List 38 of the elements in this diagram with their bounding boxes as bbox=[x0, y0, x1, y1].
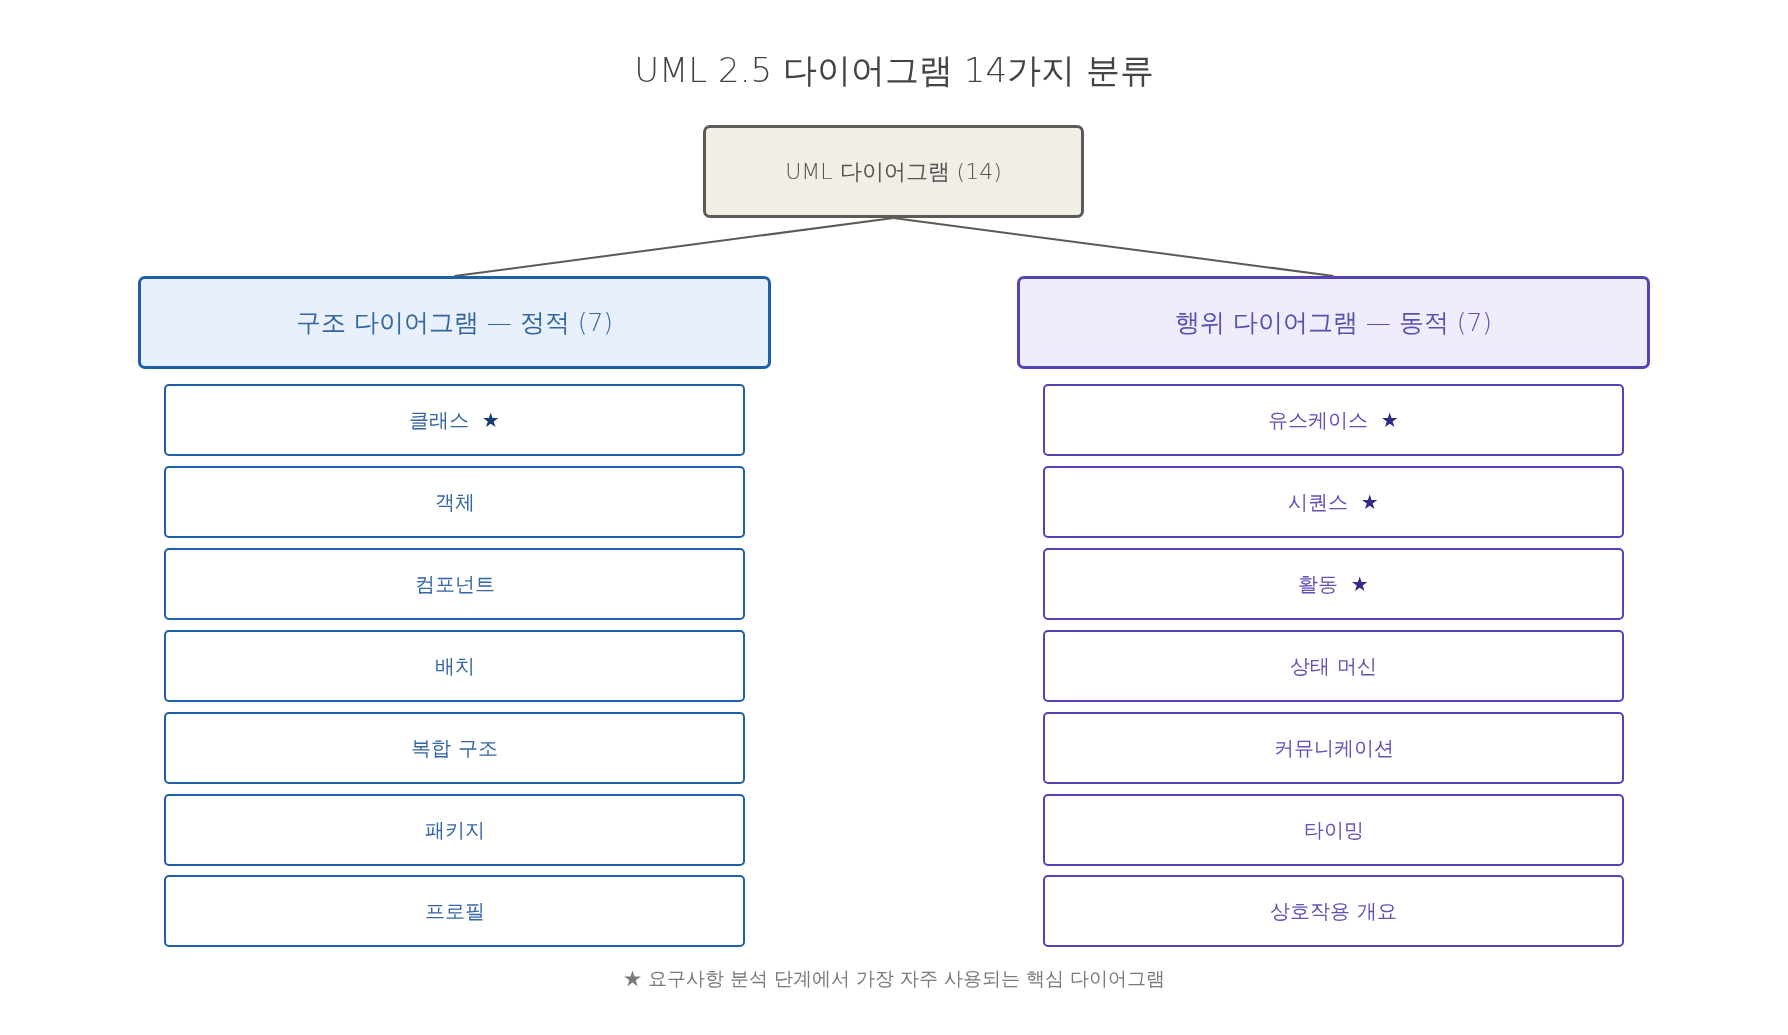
footnote: ★ 요구사항 분석 단계에서 가장 자주 사용되는 핵심 다이어그램 bbox=[622, 967, 1166, 990]
diagram-type-box bbox=[164, 384, 745, 456]
group-header-box bbox=[138, 276, 771, 369]
node-label: 컴포넌트 bbox=[414, 571, 495, 597]
node-label: 프로필 bbox=[424, 898, 485, 924]
node-label: UML 다이어그램 (14) bbox=[785, 157, 1002, 186]
node-label: 패키지 bbox=[424, 817, 485, 843]
diagram-type-box bbox=[164, 466, 745, 538]
node-label: 구조 다이어그램 — 정적 (7) bbox=[295, 306, 614, 339]
node-label: 커뮤니케이션 bbox=[1273, 735, 1394, 761]
node-label: 객체 bbox=[434, 489, 475, 515]
diagram-type-box bbox=[1043, 875, 1624, 947]
node-label: 클래스 ★ bbox=[409, 407, 500, 433]
group-header-box bbox=[1017, 276, 1650, 369]
diagram-type-box bbox=[164, 875, 745, 947]
node-label: 상호작용 개요 bbox=[1270, 898, 1397, 924]
diagram-title: UML 2.5 다이어그램 14가지 분류 bbox=[634, 50, 1154, 91]
node-label: 타이밍 bbox=[1303, 817, 1364, 843]
connector-line bbox=[892, 217, 1335, 277]
diagram-type-box bbox=[1043, 630, 1624, 702]
root-category-box bbox=[703, 125, 1084, 218]
diagram-type-box bbox=[164, 630, 745, 702]
node-label: 상태 머신 bbox=[1290, 653, 1377, 679]
diagram-type-box bbox=[164, 548, 745, 620]
diagram-type-box bbox=[1043, 794, 1624, 866]
node-label: 복합 구조 bbox=[411, 735, 498, 761]
diagram-type-box bbox=[1043, 712, 1624, 784]
node-label: 유스케이스 ★ bbox=[1268, 407, 1399, 433]
node-label: 활동 ★ bbox=[1298, 571, 1369, 597]
diagram-type-box bbox=[164, 712, 745, 784]
diagram-type-box bbox=[1043, 466, 1624, 538]
diagram-type-box bbox=[164, 794, 745, 866]
diagram-type-box bbox=[1043, 548, 1624, 620]
node-label: 시퀀스 ★ bbox=[1288, 489, 1379, 515]
node-label: 배치 bbox=[434, 653, 475, 679]
node-label: 행위 다이어그램 — 동적 (7) bbox=[1174, 306, 1493, 339]
diagram-type-box bbox=[1043, 384, 1624, 456]
connector-line bbox=[453, 217, 895, 277]
